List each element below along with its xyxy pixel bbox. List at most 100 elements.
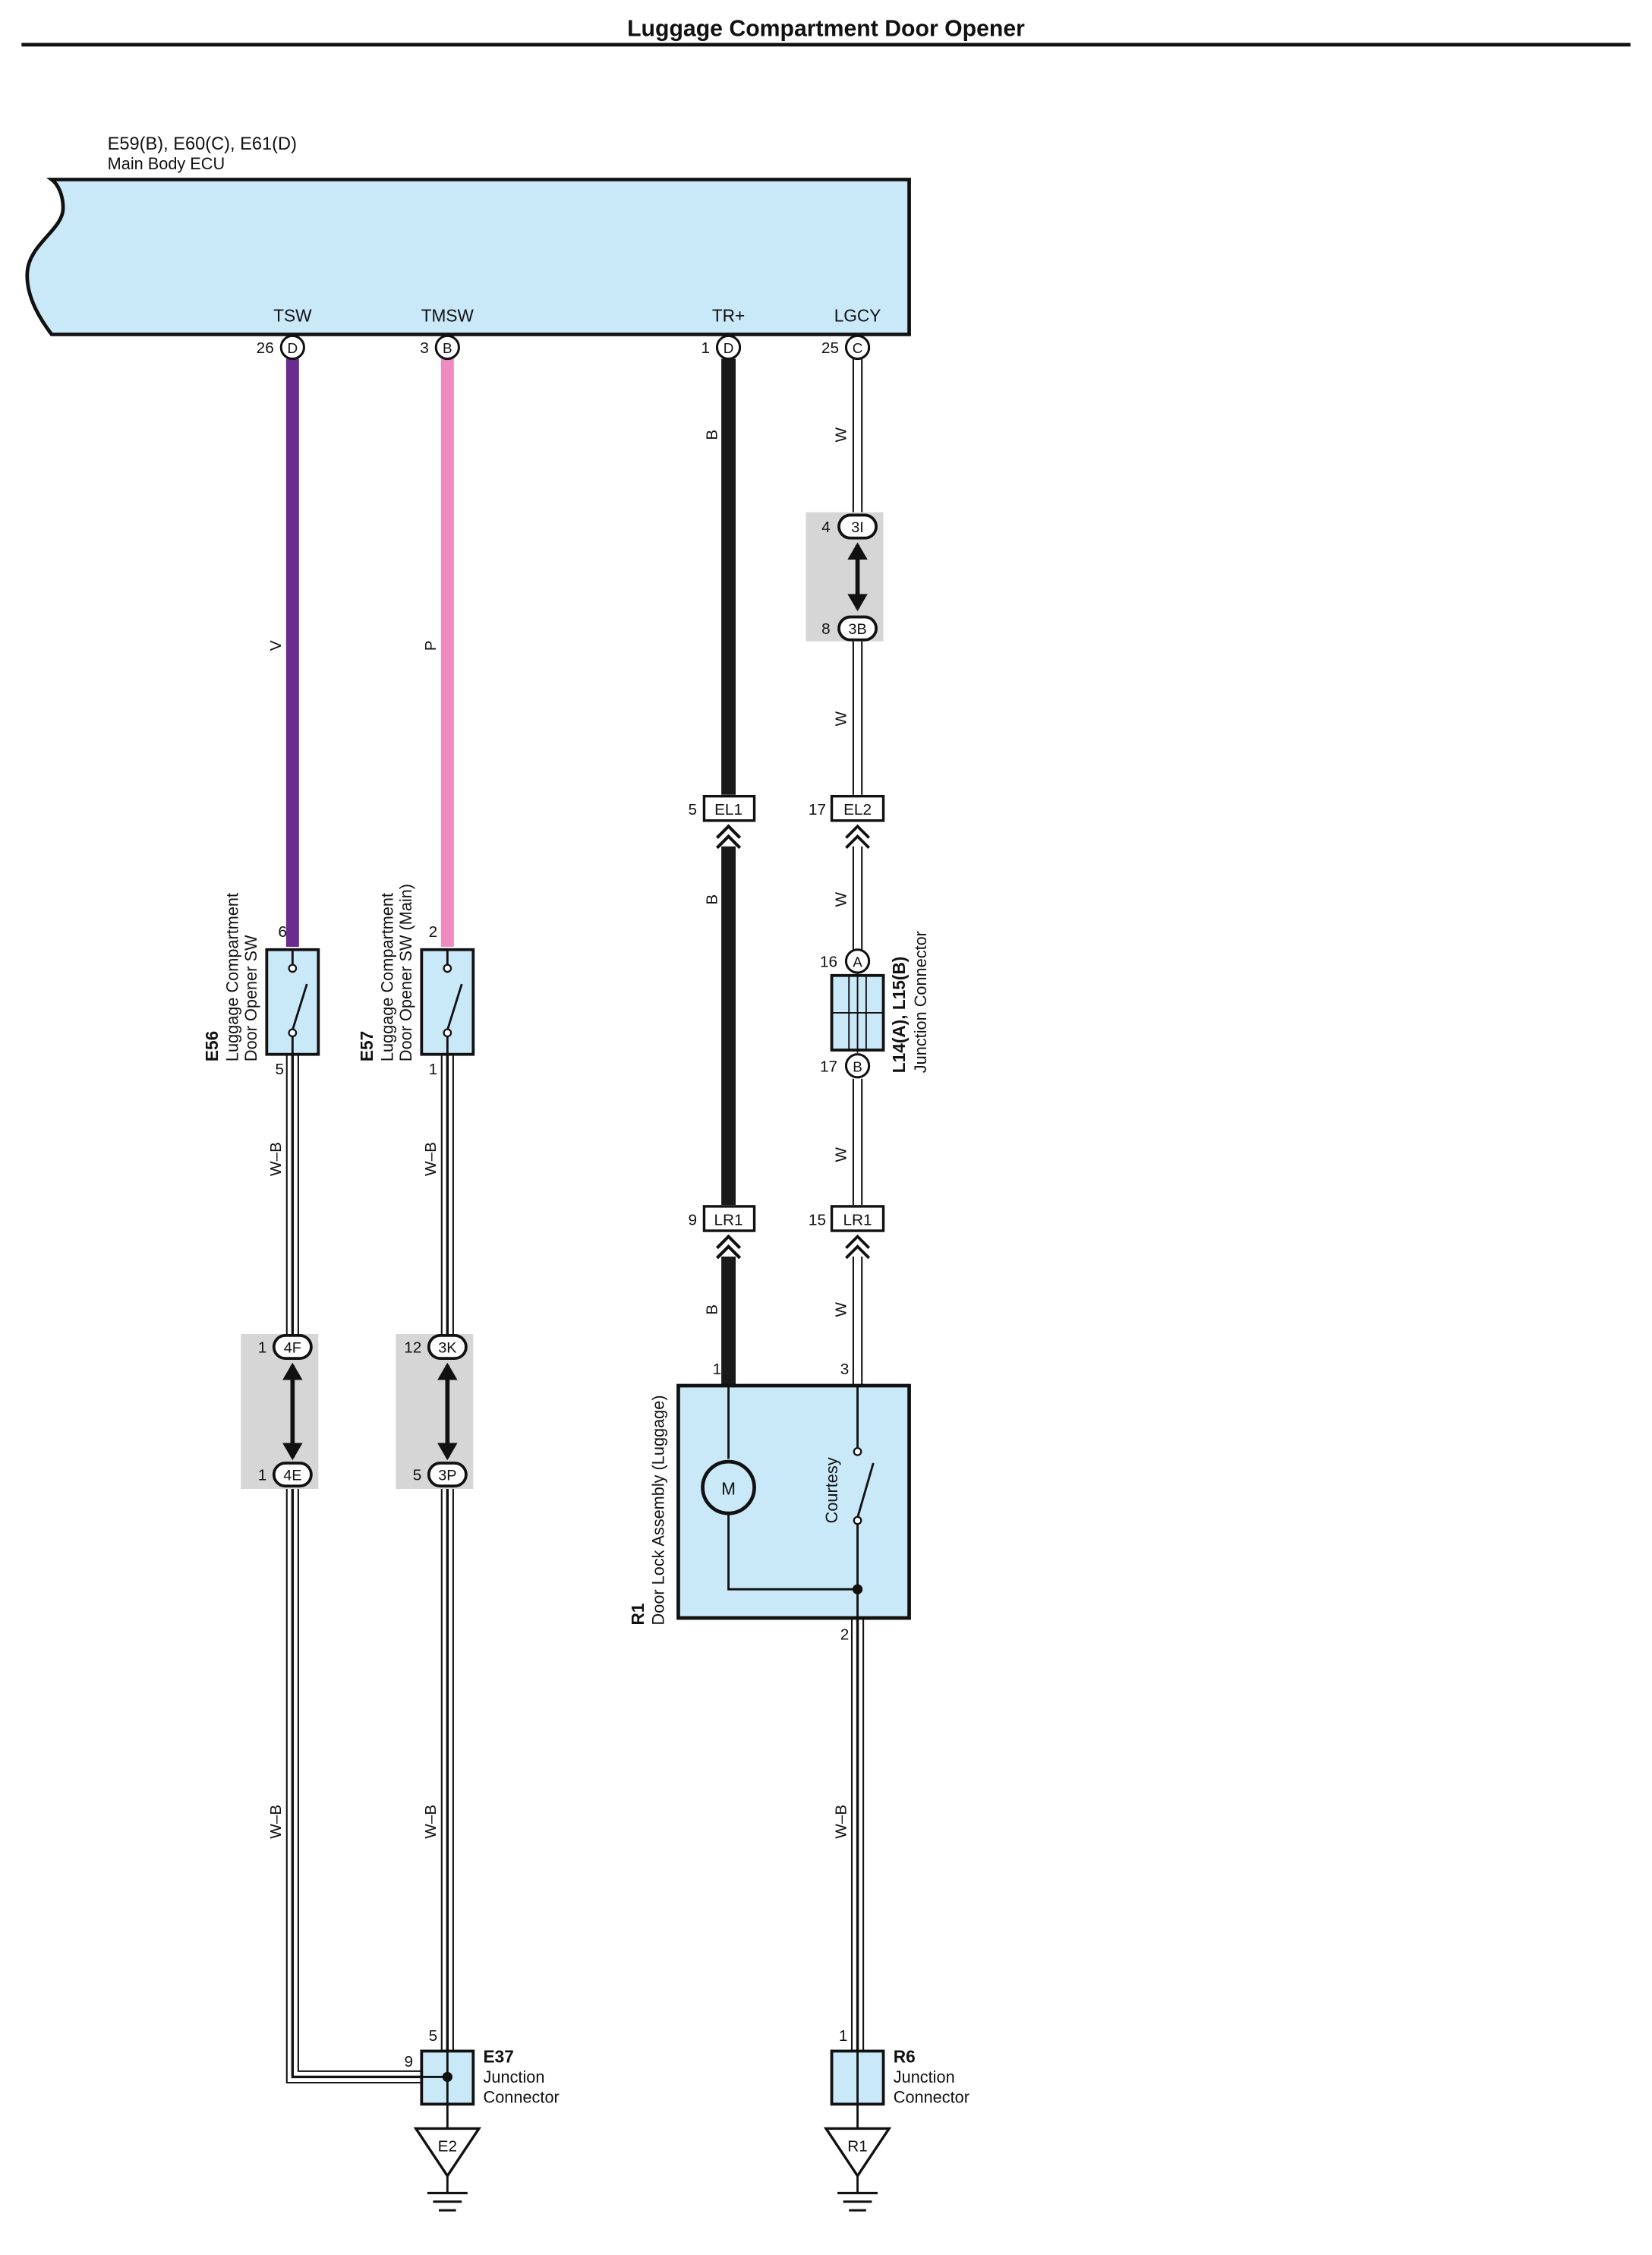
svg-text:1: 1 [258, 1467, 267, 1484]
svg-text:1: 1 [839, 2027, 848, 2045]
svg-text:C: C [853, 341, 863, 357]
inline-connector-3k-3p: 3K 12 3P 5 [396, 1333, 474, 1489]
junction-connector-r6: 1 R6 Junction Connector [830, 2027, 969, 2106]
svg-text:3K: 3K [438, 1340, 456, 1357]
svg-text:17: 17 [820, 1058, 837, 1075]
svg-text:3B: 3B [848, 621, 866, 638]
ground-r1-icon: R1 [823, 2104, 892, 2212]
svg-text:3P: 3P [438, 1468, 456, 1484]
svg-text:1: 1 [701, 339, 710, 357]
ecu-terminal-tsw: TSW [273, 305, 312, 325]
wire-r1-wb [850, 1617, 865, 2052]
ecu-pin-tsw: D 26 [257, 334, 305, 361]
svg-text:D: D [288, 341, 298, 357]
wire-label-trp-top: B [703, 430, 720, 440]
inline-connector-4f-4e: 4F 1 4E 1 [241, 1333, 319, 1489]
svg-text:E56: E56 [202, 1031, 222, 1061]
wire-lgcy-white [852, 358, 863, 1386]
svg-text:A: A [853, 954, 862, 970]
ecu-pin-tmsw: B 3 [420, 334, 460, 361]
wire-label-tmsw: P [422, 640, 440, 651]
door-lock-assembly-r1: 1 3 2 M Courtesy R1 Door Lock Assembly (… [628, 1361, 911, 1643]
wire-label-e56-out: W–B [267, 1142, 285, 1176]
connector-el2: EL2 17 [809, 794, 885, 850]
svg-text:3: 3 [840, 1361, 850, 1378]
svg-text:E57: E57 [357, 1031, 377, 1061]
svg-text:9: 9 [688, 1211, 697, 1228]
svg-text:25: 25 [821, 339, 839, 357]
junction-l14-l15: A 16 B 17 L14(A), L15(B) Junction Connec… [820, 931, 930, 1079]
svg-text:9: 9 [404, 2053, 413, 2070]
svg-text:2: 2 [840, 1626, 850, 1643]
ecu-pin-trp: D 1 [701, 334, 742, 361]
svg-text:LR1: LR1 [843, 1211, 872, 1228]
svg-text:B: B [853, 1059, 862, 1075]
svg-text:E37: E37 [484, 2047, 514, 2067]
svg-text:EL1: EL1 [714, 801, 742, 818]
svg-text:E2: E2 [438, 2138, 457, 2156]
wire-label-e56-low: W–B [267, 1805, 285, 1839]
svg-text:3: 3 [420, 339, 429, 357]
svg-text:1: 1 [429, 1061, 438, 1078]
svg-text:B: B [443, 341, 452, 357]
svg-text:16: 16 [820, 953, 837, 970]
ecu-terminal-trp: TR+ [712, 305, 745, 325]
svg-text:EL2: EL2 [843, 801, 872, 818]
svg-text:Luggage Compartment: Luggage Compartment [378, 893, 397, 1061]
wire-label-e57-low: W–B [422, 1805, 440, 1839]
svg-text:4E: 4E [283, 1468, 301, 1484]
svg-text:LR1: LR1 [714, 1211, 743, 1228]
svg-text:Junction: Junction [894, 2067, 955, 2086]
connector-lr1-left: LR1 9 [688, 1205, 756, 1260]
svg-text:Junction: Junction [484, 2067, 545, 2086]
svg-text:1: 1 [258, 1339, 267, 1357]
svg-text:4: 4 [821, 519, 831, 536]
svg-text:R1: R1 [847, 2138, 868, 2156]
ground-e2-icon: E2 [413, 2104, 482, 2212]
svg-text:5: 5 [413, 1467, 422, 1484]
svg-text:3I: 3I [851, 519, 864, 536]
wire-label-r1-out: W–B [832, 1805, 850, 1839]
wire-label-lgcy-2: W [832, 711, 850, 726]
wire-label-e57-out: W–B [422, 1142, 440, 1176]
page-title: Luggage Compartment Door Opener [627, 17, 1025, 42]
switch-e57: 2 1 E57 Luggage Compartment Door Opener … [357, 884, 475, 1078]
inline-connector-3i-3b: 3I 4 3B 8 [806, 512, 884, 642]
svg-text:4F: 4F [284, 1340, 301, 1357]
svg-text:R6: R6 [894, 2047, 916, 2067]
wire-label-trp-mid: B [703, 894, 720, 905]
svg-text:5: 5 [429, 2027, 438, 2045]
svg-text:L14(A), L15(B): L14(A), L15(B) [889, 957, 909, 1074]
ecu-code: E59(B), E60(C), E61(D) [108, 134, 297, 154]
ecu-name: Main Body ECU [108, 154, 225, 173]
svg-text:15: 15 [809, 1211, 826, 1228]
svg-text:Luggage Compartment: Luggage Compartment [223, 893, 242, 1061]
wire-label-trp-bottom: B [703, 1304, 720, 1315]
svg-text:Courtesy: Courtesy [822, 1457, 841, 1523]
svg-text:2: 2 [429, 923, 438, 941]
svg-text:Junction Connector: Junction Connector [911, 931, 930, 1073]
svg-text:M: M [721, 1479, 736, 1499]
svg-text:1: 1 [713, 1361, 722, 1378]
wire-label-tsw: V [267, 640, 285, 651]
svg-text:26: 26 [257, 339, 274, 357]
svg-text:6: 6 [278, 923, 287, 941]
wire-label-lgcy-1: W [832, 427, 850, 442]
wire-label-lgcy-4: W [832, 1147, 850, 1162]
connector-lr1-right: LR1 15 [809, 1205, 885, 1260]
svg-text:D: D [724, 341, 734, 357]
svg-text:5: 5 [688, 801, 697, 818]
connector-el1: EL1 5 [688, 794, 756, 850]
wire-e56-wb [285, 1054, 422, 2084]
svg-text:Connector: Connector [484, 2087, 560, 2106]
svg-text:8: 8 [821, 620, 831, 638]
wire-label-lgcy-3: W [832, 891, 850, 907]
ecu-terminal-lgcy: LGCY [834, 305, 881, 325]
wire-label-lgcy-5: W [832, 1302, 850, 1317]
svg-text:Door Opener SW: Door Opener SW [241, 935, 260, 1061]
svg-text:17: 17 [809, 801, 826, 818]
switch-e56: 6 5 E56 Luggage Compartment Door Opener … [202, 893, 320, 1078]
svg-text:12: 12 [404, 1339, 421, 1357]
ecu-block [25, 178, 911, 336]
